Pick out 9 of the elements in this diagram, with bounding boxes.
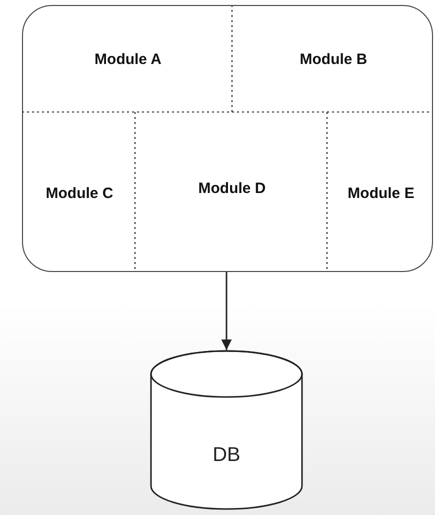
module-label: Module C [46, 184, 114, 202]
database-cylinder [150, 350, 303, 510]
module-label: Module D [198, 180, 266, 196]
application-container [22, 5, 433, 272]
module-label: Module E [348, 184, 414, 202]
module-label: Module A [94, 51, 162, 68]
arrow [221, 272, 232, 350]
database-label: DB [212, 444, 240, 466]
module-label: Module B [300, 51, 368, 68]
